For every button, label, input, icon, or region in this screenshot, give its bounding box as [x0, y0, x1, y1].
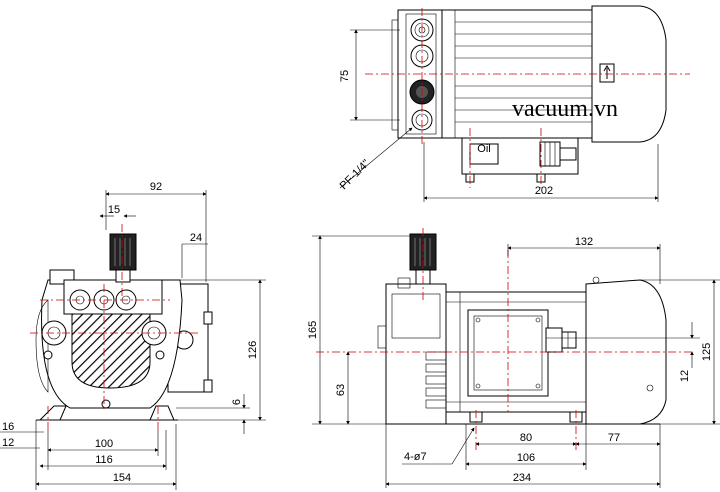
side-dim-80: 80	[520, 432, 532, 444]
side-holes-label: 4-ø7	[404, 451, 427, 463]
side-valve-block	[385, 283, 447, 425]
side-dim-106: 106	[517, 452, 535, 464]
top-dim-height: 75	[339, 70, 351, 82]
front-view: 92 15 24 126 6 16 12 100 116 154	[0, 181, 266, 490]
front-dim-12: 12	[2, 437, 14, 449]
side-dim-12: 12	[679, 370, 691, 382]
front-dim-154: 154	[113, 472, 131, 484]
side-dim-77: 77	[608, 432, 620, 444]
side-dim-165: 165	[307, 321, 319, 339]
watermark: vacuum.vn	[512, 96, 618, 122]
front-dim-side: 24	[190, 232, 202, 244]
side-view: 132 165 63 125 12 80 77 106 234 4-ø7	[307, 228, 720, 488]
side-dim-234: 234	[513, 472, 531, 484]
front-dim-16: 16	[2, 421, 14, 433]
side-cable-gland	[545, 327, 577, 353]
hatched-plate	[71, 311, 151, 389]
front-dim-height: 126	[247, 341, 259, 359]
front-dim-100: 100	[95, 438, 113, 450]
cable-gland	[539, 141, 577, 167]
top-dim-width: 202	[535, 185, 553, 197]
front-dim-foot: 6	[231, 399, 243, 405]
port-label: PF-1/4"	[338, 157, 373, 192]
front-dim-knob: 15	[108, 204, 120, 216]
side-dim-132: 132	[575, 236, 593, 248]
oil-label: Oil	[477, 143, 490, 155]
side-dim-63: 63	[335, 384, 347, 396]
front-dim-116: 116	[95, 454, 113, 466]
side-dim-125: 125	[701, 343, 713, 361]
front-dim-top: 92	[150, 181, 162, 193]
front-knob	[109, 233, 137, 271]
